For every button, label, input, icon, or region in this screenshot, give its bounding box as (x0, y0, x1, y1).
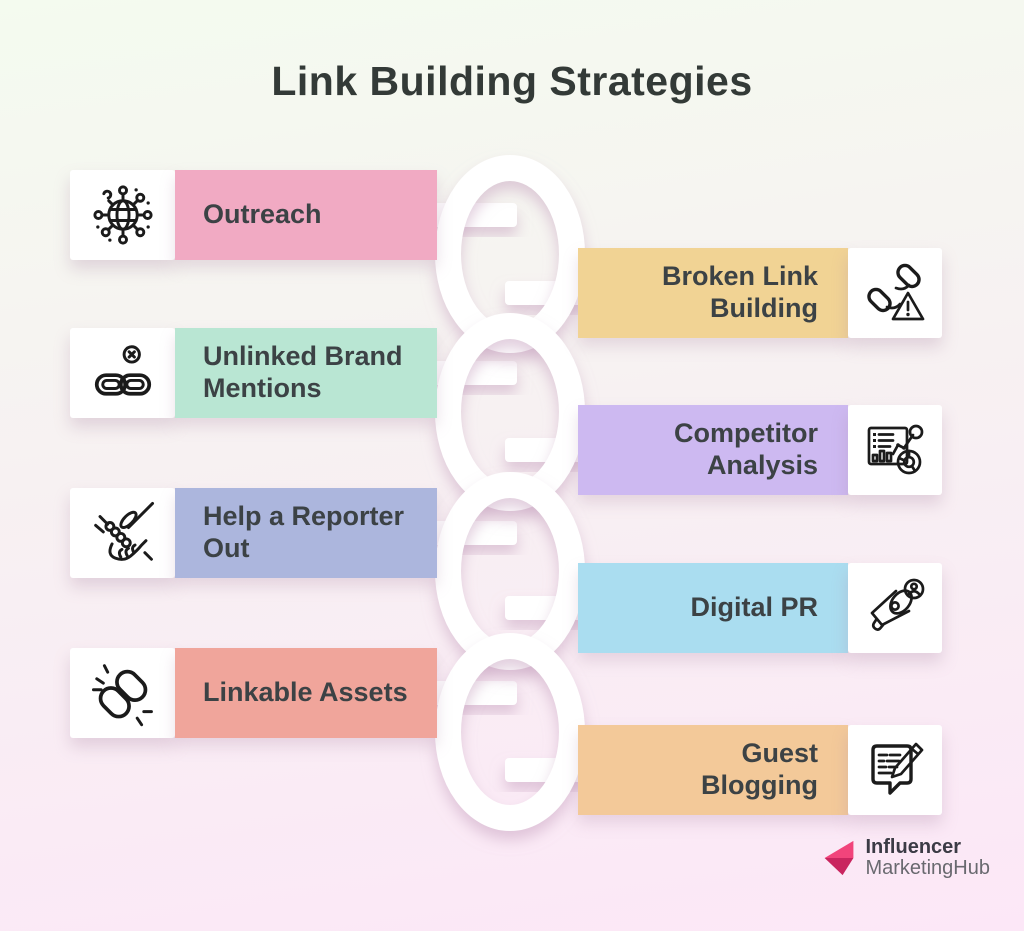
logo-line1: Influencer (865, 836, 962, 858)
strategy-row-digital-pr: Digital PR (578, 563, 942, 653)
guest-blogging-icon-box (848, 725, 942, 815)
help-a-reporter-out-icon-box (70, 488, 175, 578)
logo-text: Influencer MarketingHub (865, 837, 990, 879)
network-globe-icon (92, 185, 153, 245)
strategy-row-help-a-reporter-out: Help a Reporter Out (70, 488, 437, 578)
chain-ring-1 (435, 155, 585, 353)
linkable-assets-label: Linkable Assets (203, 677, 408, 708)
help-a-reporter-out-bar: Help a Reporter Out (175, 488, 437, 578)
digital-pr-bar: Digital PR (578, 563, 848, 653)
logo-arrow-icon (825, 840, 854, 876)
strategy-row-unlinked-brand-mentions: Unlinked Brand Mentions (70, 328, 437, 418)
unlinked-brand-mentions-label: Unlinked Brand Mentions (203, 341, 403, 403)
linkable-assets-icon-box (70, 648, 175, 738)
megaphone-person-icon (870, 578, 925, 631)
influencer-marketinghub-logo: Influencer MarketingHub (821, 836, 990, 880)
broken-link-building-bar: Broken Link Building (578, 248, 848, 338)
unlinked-brand-mentions-icon-box (70, 328, 175, 418)
guest-blogging-label: Guest Blogging (701, 738, 818, 800)
logo-line2: MarketingHub (865, 857, 990, 879)
linkable-assets-bar: Linkable Assets (175, 648, 437, 738)
page-title: Link Building Strategies (271, 58, 753, 104)
strategy-row-broken-link-building: Broken Link Building (578, 248, 942, 338)
unlinked-brand-mentions-bar: Unlinked Brand Mentions (175, 328, 437, 418)
chain-link-icon (91, 664, 153, 727)
strategy-row-guest-blogging: Guest Blogging (578, 725, 942, 815)
competitor-analysis-icon-box (848, 405, 942, 495)
digital-pr-label: Digital PR (690, 592, 818, 623)
digital-pr-icon-box (848, 563, 942, 653)
guest-blogging-bar: Guest Blogging (578, 725, 848, 815)
chain-ring-4 (435, 633, 585, 831)
outreach-label: Outreach (203, 199, 322, 230)
strategy-row-outreach: Outreach (70, 170, 437, 260)
outreach-bar: Outreach (175, 170, 437, 260)
outreach-icon-box (70, 170, 175, 260)
broken-link-building-label: Broken Link Building (661, 261, 818, 323)
strategy-row-competitor-analysis: Competitor Analysis (578, 405, 942, 495)
strategy-row-linkable-assets: Linkable Assets (70, 648, 437, 738)
help-a-reporter-out-label: Help a Reporter Out (203, 501, 405, 563)
helping-hand-icon (93, 501, 154, 561)
broken-link-building-icon-box (848, 248, 942, 338)
analytics-board-icon (867, 424, 924, 475)
competitor-analysis-bar: Competitor Analysis (578, 405, 848, 495)
broken-chain-warning-icon (867, 263, 925, 321)
competitor-analysis-label: Competitor Analysis (674, 418, 818, 480)
unlinked-chain-icon (94, 345, 151, 396)
blog-pencil-icon (871, 742, 924, 795)
